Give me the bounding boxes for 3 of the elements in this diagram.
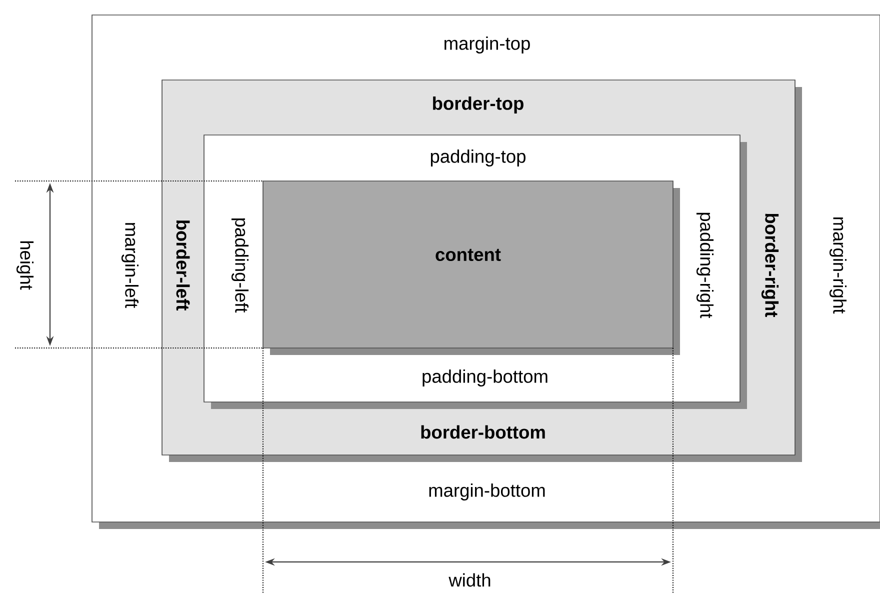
dimension-label: width bbox=[448, 573, 490, 587]
dimension-label: height bbox=[16, 241, 34, 290]
content-box: content bbox=[262, 180, 680, 355]
